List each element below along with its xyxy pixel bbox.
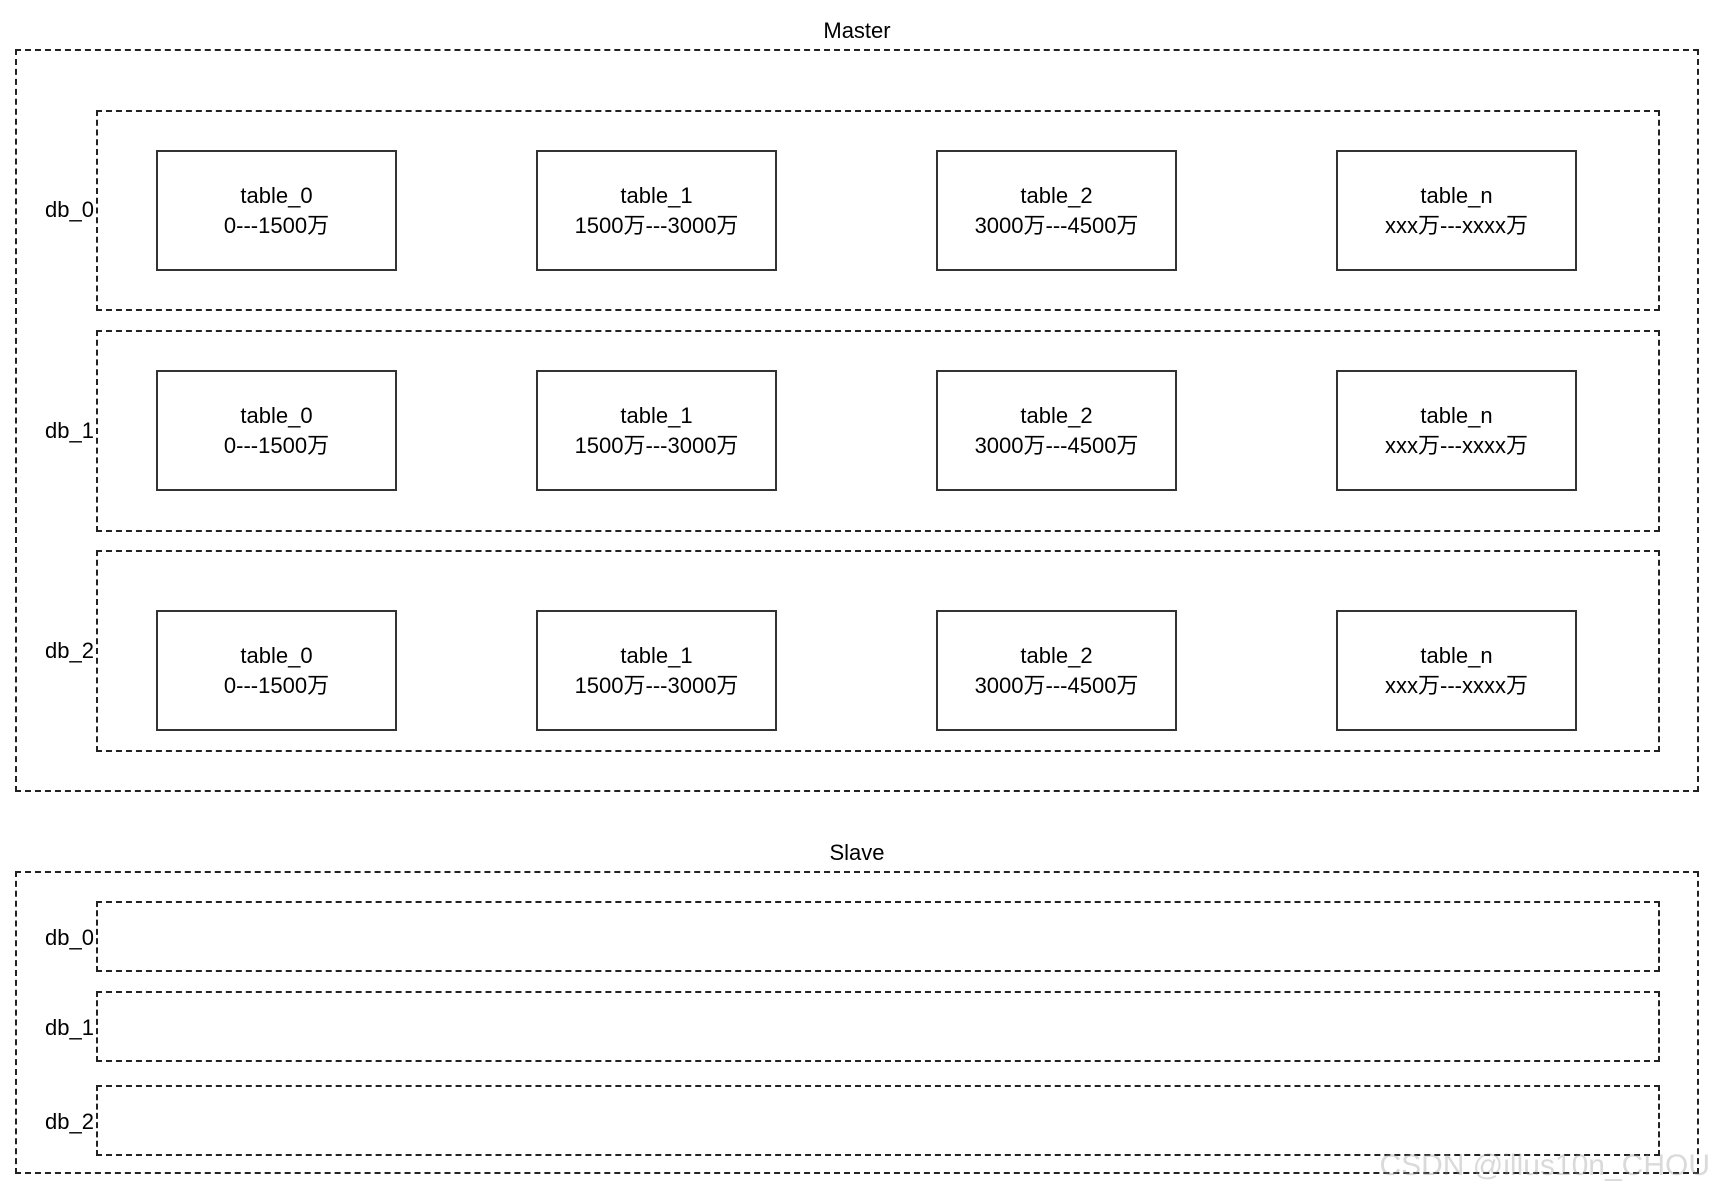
master-db1-table1: table_1 1500万---3000万 bbox=[536, 370, 777, 491]
master-db1-table0: table_0 0---1500万 bbox=[156, 370, 397, 491]
table-name: table_2 bbox=[1020, 402, 1093, 428]
master-db0-table1: table_1 1500万---3000万 bbox=[536, 150, 777, 271]
slave-db1-label: db_1 bbox=[45, 1015, 94, 1040]
slave-db2-container bbox=[96, 1085, 1660, 1156]
master-db0-tablen: table_n xxx万---xxxx万 bbox=[1336, 150, 1577, 271]
master-db2-container bbox=[96, 550, 1660, 752]
table-range: 1500万---3000万 bbox=[574, 672, 739, 698]
master-db2-table1: table_1 1500万---3000万 bbox=[536, 610, 777, 731]
table-name: table_0 bbox=[240, 642, 313, 668]
table-name: table_2 bbox=[1020, 182, 1093, 208]
table-range: 1500万---3000万 bbox=[574, 212, 739, 238]
table-range: 1500万---3000万 bbox=[574, 432, 739, 458]
table-name: table_n bbox=[1420, 642, 1493, 668]
table-range: xxx万---xxxx万 bbox=[1385, 432, 1528, 458]
slave-db2-label: db_2 bbox=[45, 1109, 94, 1134]
table-name: table_1 bbox=[620, 642, 693, 668]
table-range: 0---1500万 bbox=[223, 432, 330, 458]
master-db0-label: db_0 bbox=[45, 197, 94, 222]
slave-container bbox=[15, 871, 1699, 1174]
table-range: 3000万---4500万 bbox=[974, 672, 1139, 698]
table-range: 3000万---4500万 bbox=[974, 212, 1139, 238]
table-range: xxx万---xxxx万 bbox=[1385, 672, 1528, 698]
master-container bbox=[15, 49, 1699, 792]
table-name: table_1 bbox=[620, 182, 693, 208]
master-db0-table0: table_0 0---1500万 bbox=[156, 150, 397, 271]
master-db0-container bbox=[96, 110, 1660, 311]
table-range: 0---1500万 bbox=[223, 672, 330, 698]
table-range: 0---1500万 bbox=[223, 212, 330, 238]
master-db1-tablen: table_n xxx万---xxxx万 bbox=[1336, 370, 1577, 491]
watermark: CSDN @illus10n_CHOU bbox=[1379, 1149, 1710, 1182]
master-db0-table2: table_2 3000万---4500万 bbox=[936, 150, 1177, 271]
master-title: Master bbox=[823, 18, 891, 43]
master-db2-table0: table_0 0---1500万 bbox=[156, 610, 397, 731]
master-db1-label: db_1 bbox=[45, 418, 94, 443]
slave-db0-container bbox=[96, 901, 1660, 972]
table-name: table_0 bbox=[240, 182, 313, 208]
table-name: table_n bbox=[1420, 182, 1493, 208]
slave-db0-label: db_0 bbox=[45, 925, 94, 950]
master-db2-table2: table_2 3000万---4500万 bbox=[936, 610, 1177, 731]
master-db2-label: db_2 bbox=[45, 638, 94, 663]
slave-title: Slave bbox=[829, 840, 885, 865]
table-name: table_0 bbox=[240, 402, 313, 428]
master-db1-table2: table_2 3000万---4500万 bbox=[936, 370, 1177, 491]
table-name: table_2 bbox=[1020, 642, 1093, 668]
table-name: table_n bbox=[1420, 402, 1493, 428]
master-db1-container bbox=[96, 330, 1660, 532]
master-db2-tablen: table_n xxx万---xxxx万 bbox=[1336, 610, 1577, 731]
table-name: table_1 bbox=[620, 402, 693, 428]
table-range: 3000万---4500万 bbox=[974, 432, 1139, 458]
slave-db1-container bbox=[96, 991, 1660, 1062]
table-range: xxx万---xxxx万 bbox=[1385, 212, 1528, 238]
